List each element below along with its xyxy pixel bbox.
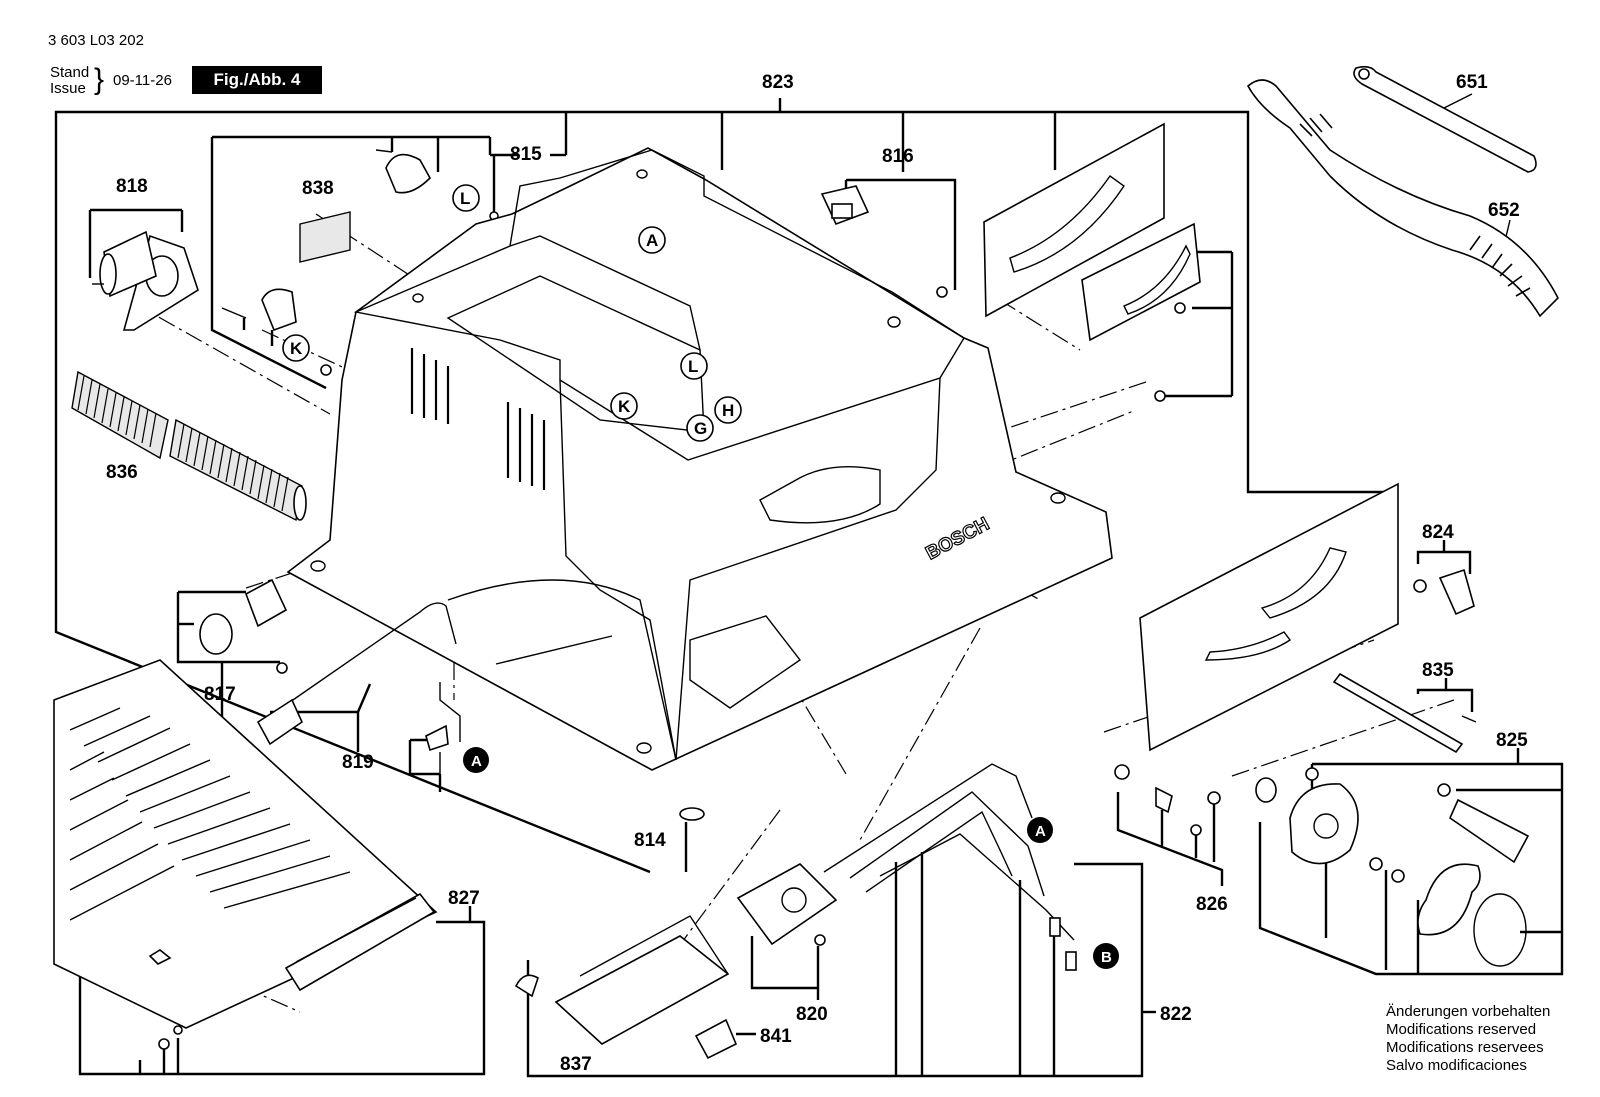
part-816: 816: [882, 146, 914, 167]
part-818: 818: [116, 176, 148, 197]
switch-holder-816: [820, 185, 948, 298]
marker-k-center: K: [618, 397, 631, 416]
table-plate: [53, 659, 438, 1029]
marker-k-left: K: [290, 339, 303, 358]
part-838: 838: [302, 178, 334, 199]
part-815: 815: [510, 144, 542, 165]
part-820: 820: [796, 1004, 828, 1025]
marker-a-top: A: [646, 231, 658, 250]
header-brace: }: [94, 63, 105, 96]
threaded-rod-835: [1332, 672, 1477, 754]
note-de: Änderungen vorbehalten: [1386, 1003, 1551, 1020]
knob-817: [199, 578, 288, 674]
revision-date: 09-11-26: [113, 72, 172, 89]
switch-820: [736, 863, 838, 946]
part-835: 835: [1422, 660, 1454, 681]
dust-hose-836: [71, 370, 307, 522]
part-827: 827: [448, 888, 480, 909]
modification-notes: Änderungen vorbehalten Modifications res…: [1386, 1003, 1550, 1075]
figure-label: Fig./Abb. 4: [192, 66, 322, 94]
switch-box-837: [514, 915, 730, 1045]
power-cable-819: [256, 602, 457, 790]
reference-markers-filled: A A B: [463, 747, 1119, 969]
marker-a-cable: A: [471, 753, 482, 770]
reference-markers-outline: L A K L K H G: [282, 184, 742, 442]
side-panel-right: [1139, 482, 1399, 752]
part-823: 823: [762, 72, 794, 93]
part-651: 651: [1456, 72, 1488, 93]
part-822: 822: [1160, 1004, 1192, 1025]
leader-lines: [54, 93, 1564, 1078]
stand-label: Stand: [50, 64, 90, 81]
issue-label: Issue: [50, 80, 86, 97]
marker-l-center: L: [688, 357, 698, 376]
push-stick-652: [1246, 79, 1559, 318]
cover-841: [694, 1018, 738, 1060]
part-817: 817: [204, 684, 236, 705]
marker-g: G: [694, 419, 707, 438]
note-es: Salvo modificaciones: [1386, 1057, 1527, 1074]
marker-l-top: L: [460, 189, 470, 208]
part-836: 836: [106, 462, 138, 483]
part-819: 819: [342, 752, 374, 773]
side-plates-823: [983, 122, 1201, 402]
wrench-651: [1353, 65, 1537, 173]
handwheel-assembly-825: [1255, 767, 1530, 967]
housing-base: BOSCH: [286, 147, 1113, 771]
wiring-harness-822: [823, 763, 1077, 971]
part-837: 837: [560, 1054, 592, 1075]
foot-814: [679, 807, 705, 821]
part-652: 652: [1488, 200, 1520, 221]
table-insert-827: [148, 892, 436, 1050]
cable-clamps-815: [221, 149, 499, 376]
marker-a-harness: A: [1035, 823, 1046, 840]
part-814: 814: [634, 830, 666, 851]
label-838: [299, 211, 351, 263]
clamp-parts-826: [1114, 764, 1221, 836]
dust-port-818: [92, 230, 199, 331]
note-en: Modifications reserved: [1386, 1021, 1537, 1038]
note-fr: Modifications reservees: [1386, 1039, 1544, 1056]
part-841: 841: [760, 1026, 792, 1047]
part-number-labels: 823 815 816 818 838 651 652 836 824 835 …: [106, 72, 1528, 1075]
document-number: 3 603 L03 202: [48, 32, 144, 49]
marker-h: H: [722, 401, 734, 420]
part-826: 826: [1196, 894, 1228, 915]
part-824: 824: [1422, 522, 1454, 543]
marker-b: B: [1101, 949, 1112, 966]
part-825: 825: [1496, 730, 1528, 751]
knob-824: [1413, 568, 1475, 616]
